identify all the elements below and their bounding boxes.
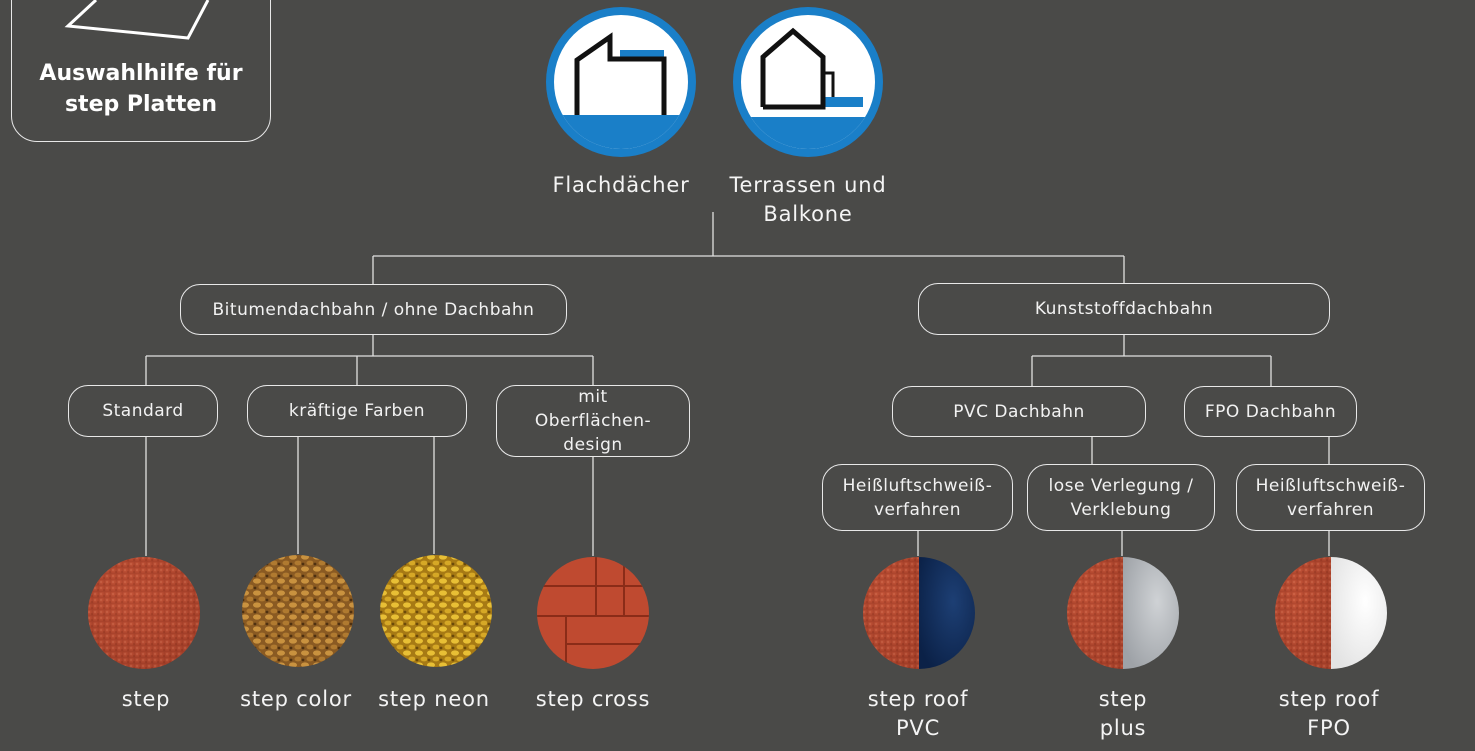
step-cross-swatch[interactable] xyxy=(536,556,650,670)
node-kraeftige-farben[interactable]: kräftige Farben xyxy=(247,385,467,437)
node-fpo-heissluftschweissverfahren[interactable]: Heißluftschweiß-verfahren xyxy=(1236,464,1425,531)
node-fpo-dachbahn[interactable]: FPO Dachbahn xyxy=(1184,386,1357,437)
step-color-swatch[interactable] xyxy=(241,554,355,668)
node-pvc-heissluftschweissverfahren[interactable]: Heißluftschweiß-verfahren xyxy=(822,464,1013,531)
category-label-terrassen: Terrassen und Balkone xyxy=(729,173,887,226)
product-label-step-roof-fpo: step roof FPO xyxy=(1278,687,1380,740)
step-plus-swatch[interactable] xyxy=(1066,556,1180,670)
category-label-flachdaecher: Flachdächer xyxy=(552,173,690,197)
product-label-step-color: step color xyxy=(240,687,352,711)
terrace-balcony-icon[interactable] xyxy=(731,5,885,159)
product-label-step-plus: step plus xyxy=(1098,687,1148,740)
node-lose-verlegung[interactable]: lose Verlegung / Verklebung xyxy=(1027,464,1215,531)
node-pvc-dachbahn[interactable]: PVC Dachbahn xyxy=(892,386,1146,437)
node-kunststoffdachbahn[interactable]: Kunststoffdachbahn xyxy=(918,283,1330,335)
step-swatch[interactable] xyxy=(87,556,201,670)
step-roof-fpo-swatch[interactable] xyxy=(1274,556,1388,670)
step-roof-pvc-swatch[interactable] xyxy=(862,556,976,670)
product-label-step: step xyxy=(121,687,171,711)
product-label-step-neon: step neon xyxy=(378,687,490,711)
flat-roof-icon[interactable] xyxy=(544,5,698,159)
plate-icon xyxy=(64,0,210,40)
node-oberflaechendesign[interactable]: mit Oberflächen-design xyxy=(496,385,690,457)
product-label-step-roof-pvc: step roof PVC xyxy=(867,687,969,740)
guide-title: Auswahlhilfe für step Platten xyxy=(39,61,243,117)
node-standard[interactable]: Standard xyxy=(68,385,218,437)
node-bitumendachbahn[interactable]: Bitumendachbahn / ohne Dachbahn xyxy=(180,284,567,335)
product-label-step-cross: step cross xyxy=(535,687,651,711)
guide-box xyxy=(11,0,271,142)
step-neon-swatch[interactable] xyxy=(379,554,493,668)
